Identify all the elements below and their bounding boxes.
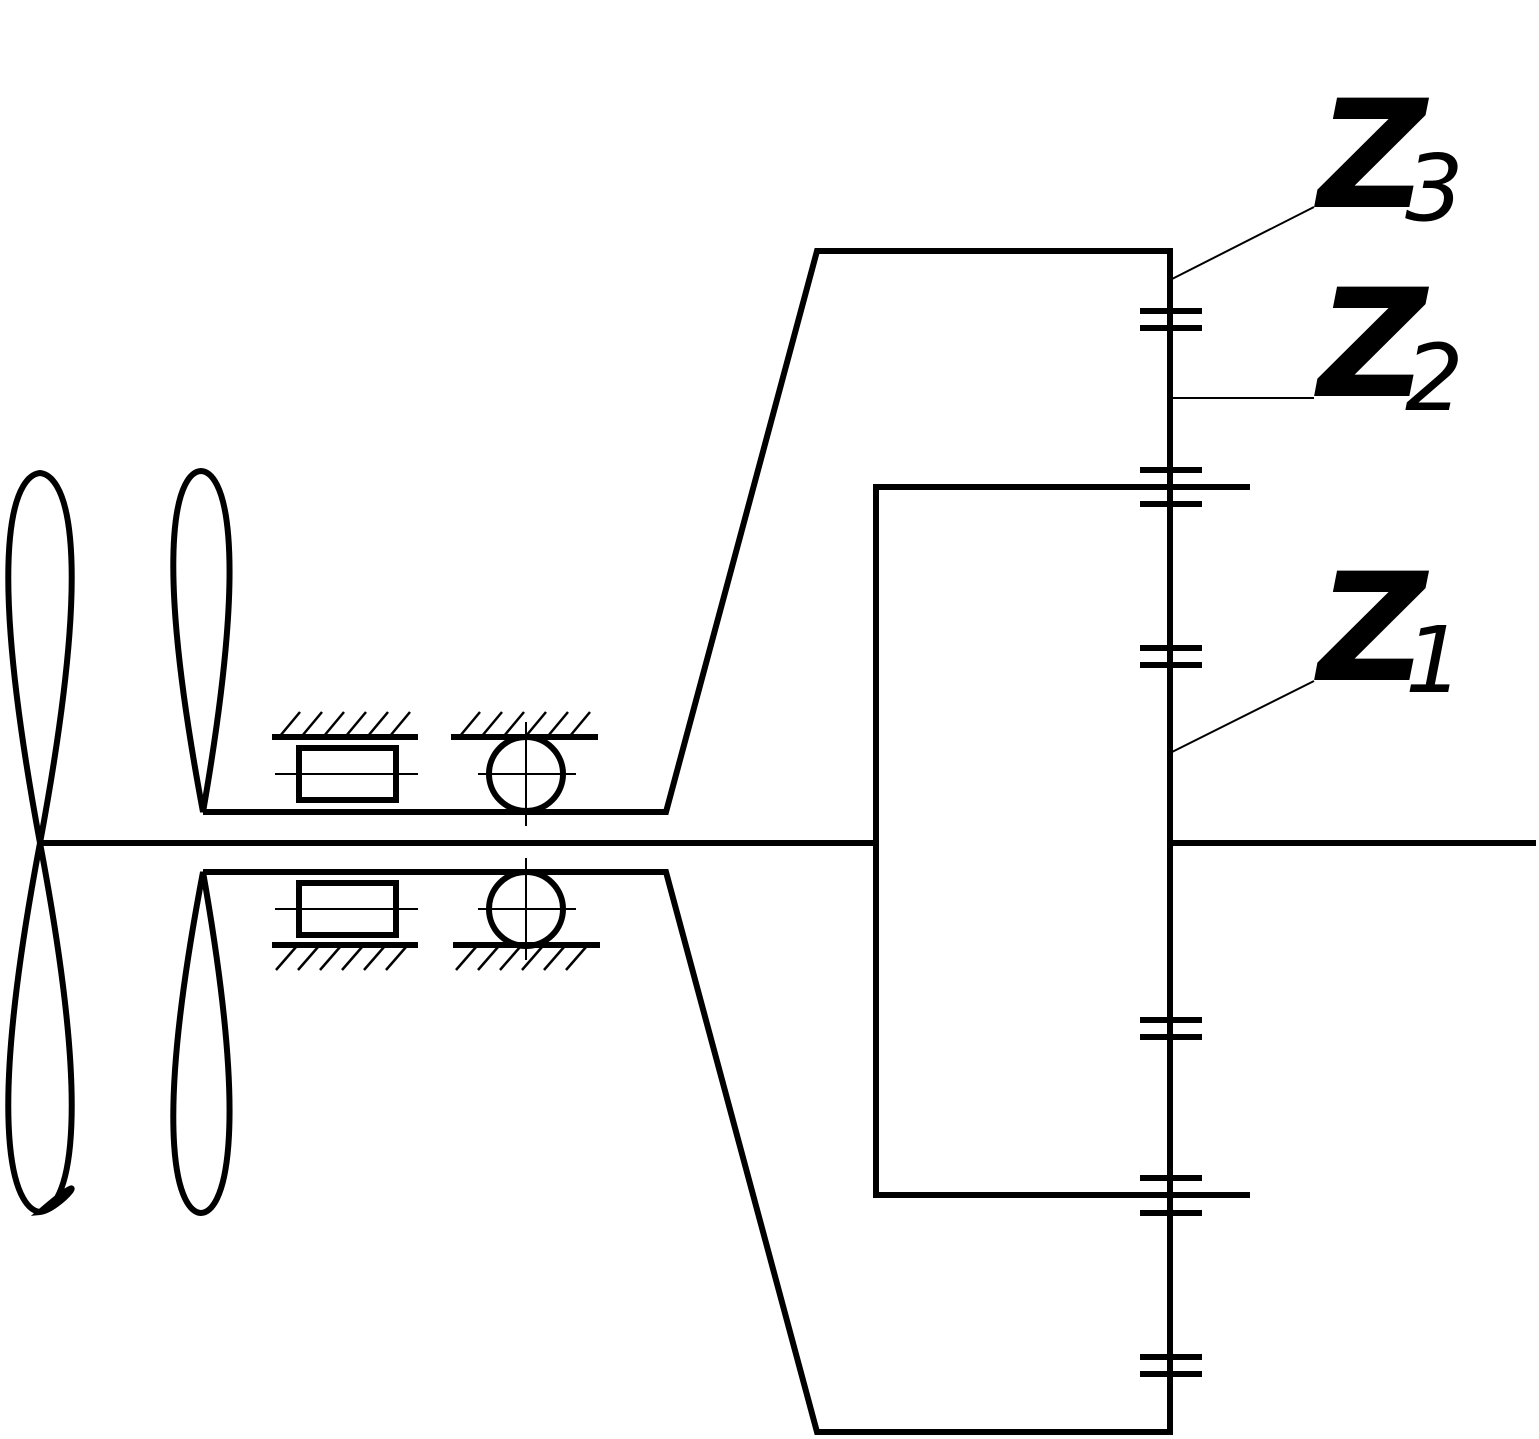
propeller-rear <box>170 467 233 1217</box>
ball-bearing-upper <box>451 711 598 826</box>
leader-z1 <box>1171 680 1315 753</box>
hollow-shaft-upper <box>203 248 1173 1435</box>
leader-z3 <box>1171 206 1315 280</box>
label-z3-subscript: 3 <box>1405 135 1464 242</box>
label-z1-subscript: 1 <box>1405 607 1464 714</box>
propeller-front <box>5 469 75 1216</box>
label-z3: Z 3 <box>1314 69 1464 243</box>
planet-carrier <box>873 484 1250 1198</box>
label-z1: Z 1 <box>1314 542 1464 716</box>
plain-bearing-lower <box>272 880 418 971</box>
label-z2-letter: Z <box>1314 258 1430 432</box>
plain-bearing-upper <box>272 711 418 803</box>
label-z1-letter: Z <box>1314 542 1430 716</box>
label-z2-subscript: 2 <box>1405 325 1464 432</box>
gear-teeth <box>1140 308 1202 1377</box>
ball-bearing-lower <box>453 858 600 971</box>
label-z3-letter: Z <box>1314 69 1430 243</box>
label-z2: Z 2 <box>1314 258 1464 432</box>
